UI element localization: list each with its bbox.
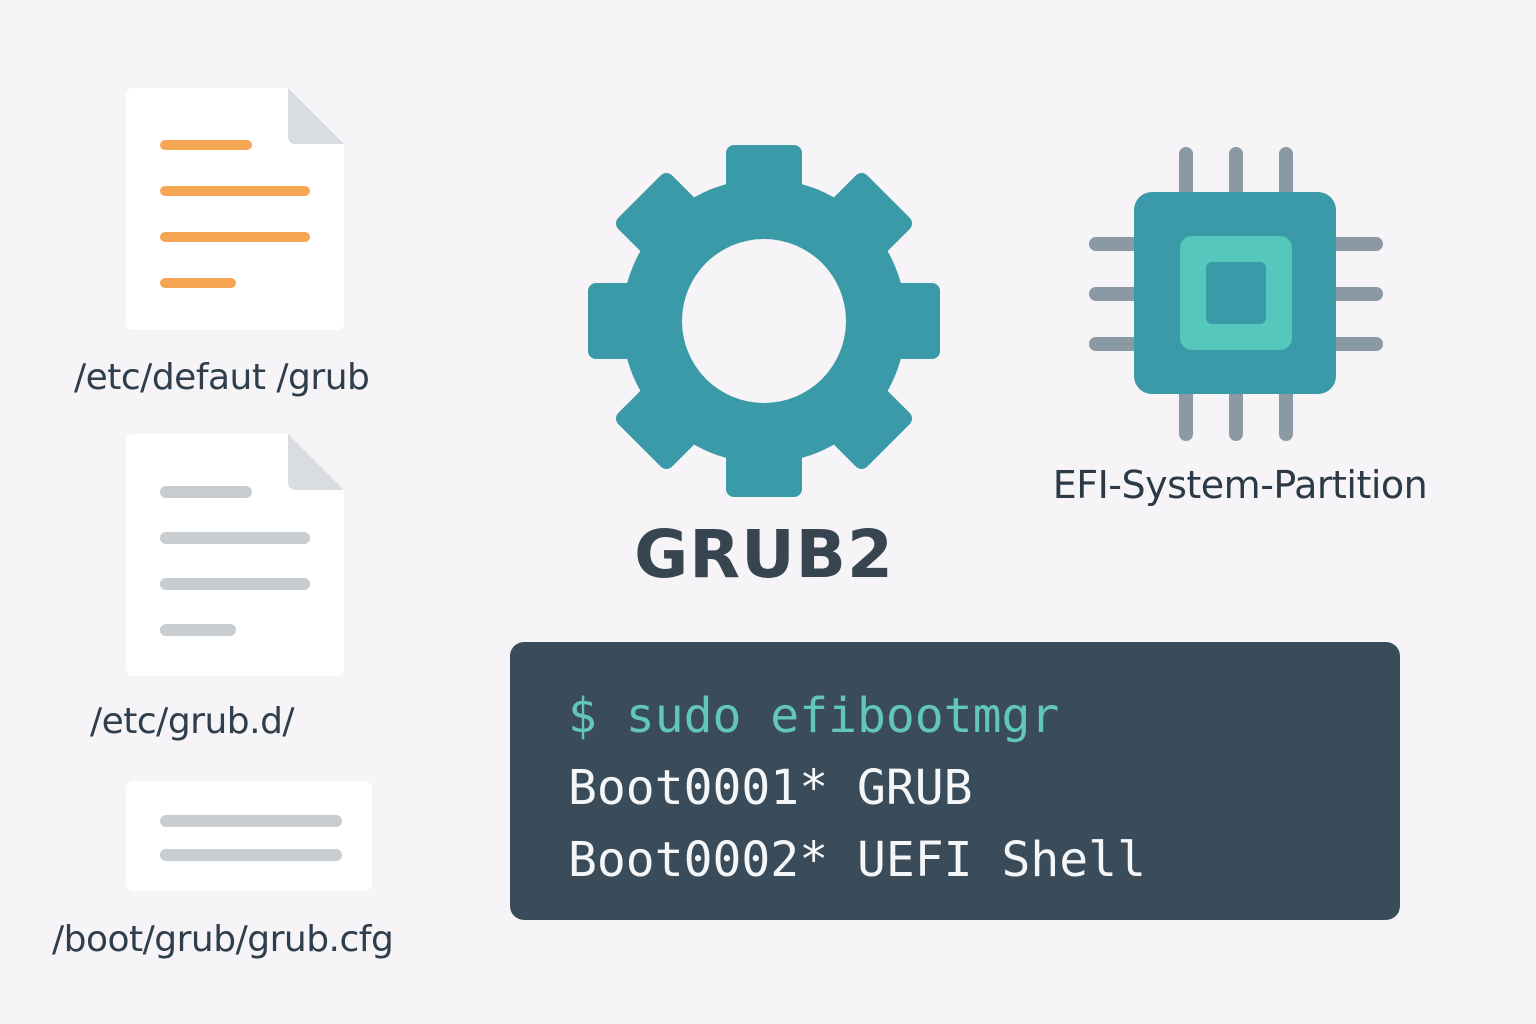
file-label-grub-cfg: /boot/grub/grub.cfg <box>52 919 394 960</box>
file-icon-grub-d <box>126 434 346 676</box>
terminal-output-line: Boot0001* GRUB <box>568 760 973 816</box>
chip-icon <box>1088 146 1384 446</box>
file-label-grub-d: /etc/grub.d/ <box>90 701 295 742</box>
terminal-output-line: Boot0002* UEFI Shell <box>568 832 1146 888</box>
file-icon-grub-cfg <box>126 781 374 893</box>
efi-partition-label: EFI-System-Partition <box>1052 463 1428 507</box>
file-label-default-grub: /etc/defaut /grub <box>74 357 370 398</box>
file-icon-default-grub <box>126 88 346 330</box>
terminal-prompt-line: $ sudo efibootmgr <box>568 688 1060 744</box>
terminal-window: $ sudo efibootmgr Boot0001* GRUB Boot000… <box>510 642 1400 920</box>
grub2-title: GRUB2 <box>634 516 894 593</box>
gear-icon <box>584 145 944 501</box>
